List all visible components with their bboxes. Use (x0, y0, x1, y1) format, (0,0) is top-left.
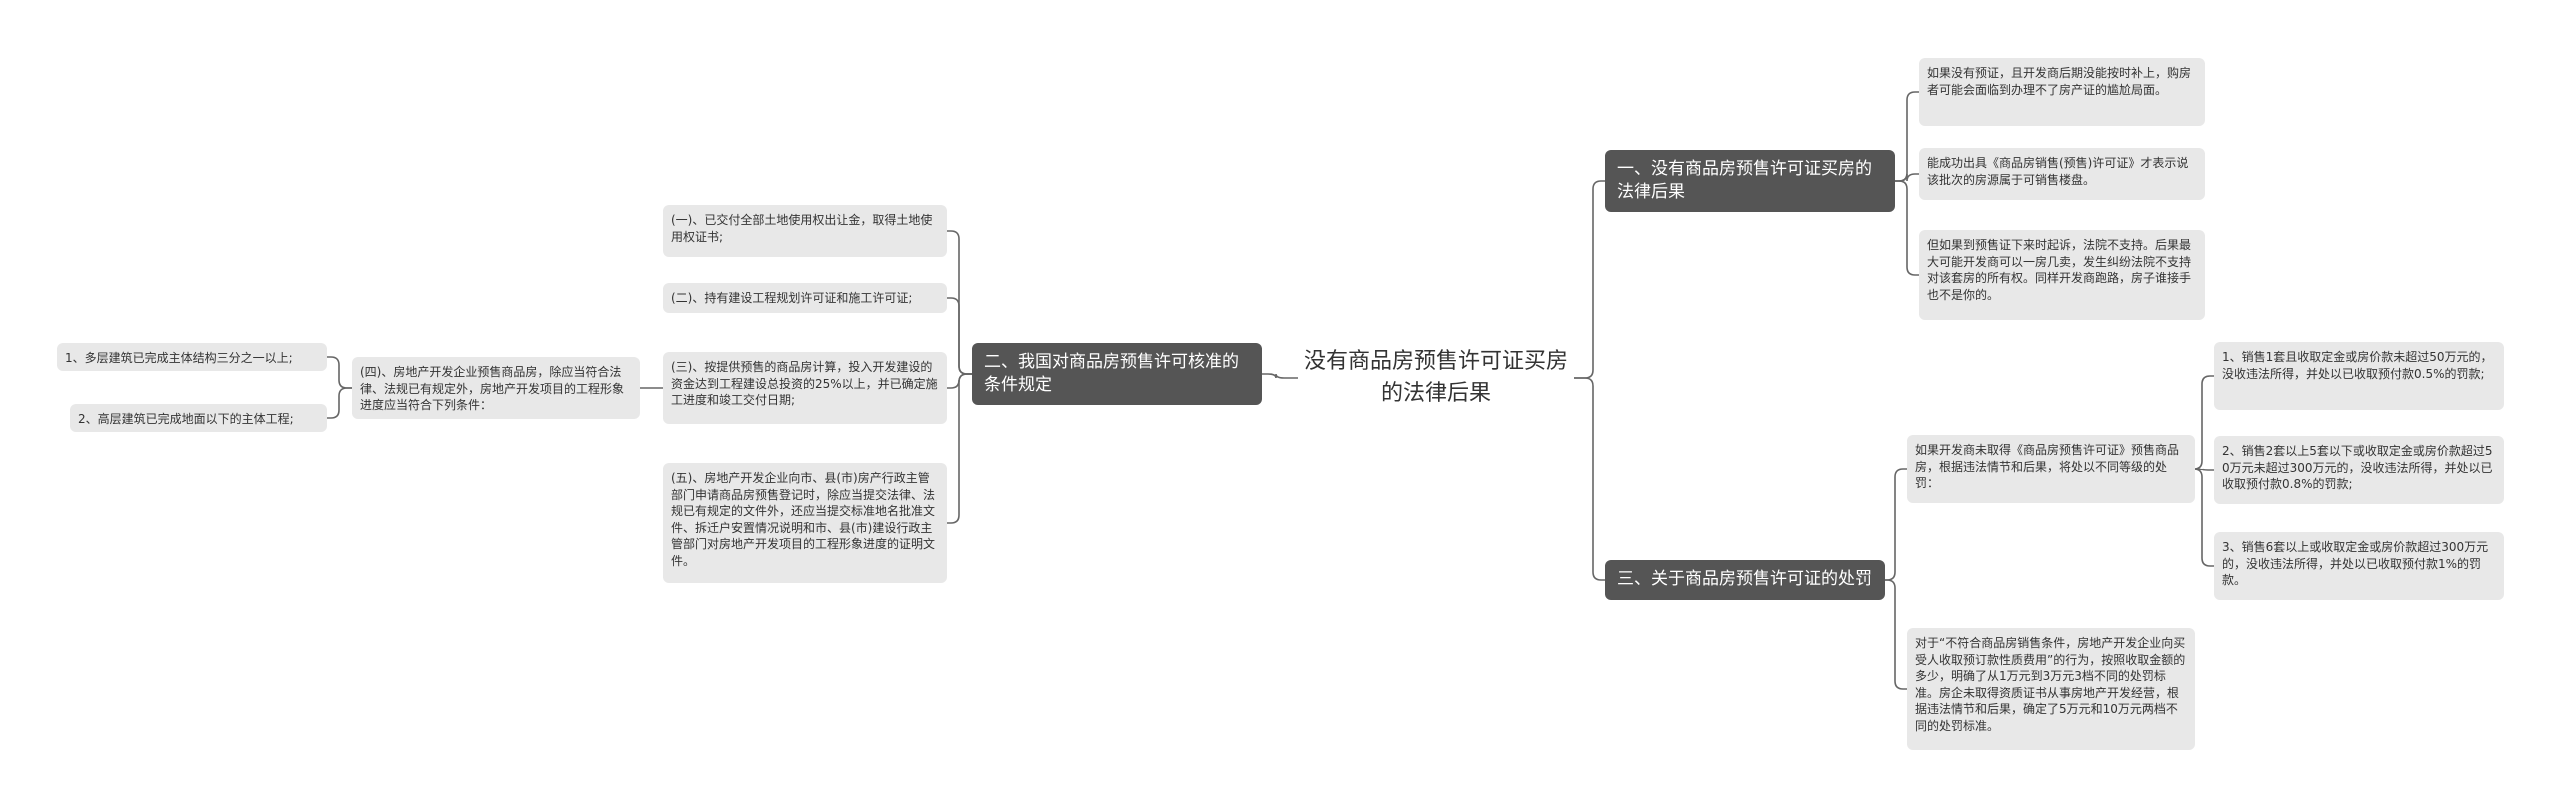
b2-item-3: (三)、按提供预售的商品房计算，投入开发建设的资金达到工程建设总投资的25%以上… (663, 352, 947, 424)
b3-penalty-1: 1、销售1套且收取定金或房价款未超过50万元的，没收违法所得，并处以已收取预付款… (2214, 342, 2504, 410)
root-topic-to-branch-presale-conditions-line (1262, 373, 1298, 379)
b3-penalty-3: 3、销售6套以上或收取定金或房价款超过300万元的，没收违法所得，并处以已收取预… (2214, 532, 2504, 600)
root-topic-to-branch-penalties-line (1574, 377, 1605, 581)
branch-legal-consequences[interactable]: 一、没有商品房预售许可证买房的法律后果 (1605, 150, 1895, 212)
b2-sub-item-4-2: 2、高层建筑已完成地面以下的主体工程; (70, 404, 327, 432)
b2-sub-item-4-to-b2-sub-item-4-1-line (327, 356, 352, 389)
b3-item-1-to-b3-penalty-1-line (2193, 375, 2214, 470)
b1-item-2: 能成功出具《商品房销售(预售)许可证》才表示说该批次的房源属于可销售楼盘。 (1919, 148, 2205, 200)
b2-item-1: (一)、已交付全部土地使用权出让金，取得土地使用权证书; (663, 205, 947, 257)
b3-penalty-2: 2、销售2套以上5套以下或收取定金或房价款超过50万元未超过300万元的，没收违… (2214, 436, 2504, 504)
b2-sub-item-4-to-b2-sub-item-4-2-line (327, 387, 352, 419)
b1-item-3: 但如果到预售证下来时起诉，法院不支持。后果最大可能开发商可以一房几卖，发生纠纷法… (1919, 230, 2205, 320)
branch-legal-consequences-to-b1-item-2-line (1895, 173, 1919, 182)
branch-penalties[interactable]: 三、关于商品房预售许可证的处罚 (1605, 560, 1885, 600)
b2-item-5: (五)、房地产开发企业向市、县(市)房产行政主管部门申请商品房预售登记时，除应当… (663, 463, 947, 583)
b3-item-2: 对于“不符合商品房销售条件，房地产开发企业向买受人收取预订款性质费用”的行为，按… (1907, 628, 2195, 750)
branch-penalties-to-b3-item-2-line (1885, 579, 1907, 690)
branch-legal-consequences-to-b1-item-3-line (1895, 180, 1919, 276)
branch-presale-conditions-to-b2-item-2-line (947, 297, 972, 375)
branch-presale-conditions[interactable]: 二、我国对商品房预售许可核准的条件规定 (972, 343, 1262, 405)
root-topic: 没有商品房预售许可证买房的法律后果 (1303, 349, 1568, 406)
branch-penalties-to-b3-item-1-line (1885, 468, 1907, 581)
b3-item-1: 如果开发商未取得《商品房预售许可证》预售商品房，根据违法情节和后果，将处以不同等… (1907, 435, 2195, 503)
branch-legal-consequences-to-b1-item-1-line (1895, 91, 1919, 182)
b1-item-1: 如果没有预证，且开发商后期没能按时补上，购房者可能会面临到办理不了房产证的尴尬局… (1919, 58, 2205, 126)
b2-item-2: (二)、持有建设工程规划许可证和施工许可证; (663, 283, 947, 313)
b3-item-1-to-b3-penalty-3-line (2193, 468, 2214, 567)
b2-sub-item-4-1: 1、多层建筑已完成主体结构三分之一以上; (57, 343, 327, 371)
b2-sub-item-4: (四)、房地产开发企业预售商品房，除应当符合法律、法规已有规定外，房地产开发项目… (352, 357, 640, 419)
root-topic-to-branch-legal-consequences-line (1574, 180, 1605, 379)
branch-presale-conditions-to-b2-item-5-line (947, 373, 972, 524)
